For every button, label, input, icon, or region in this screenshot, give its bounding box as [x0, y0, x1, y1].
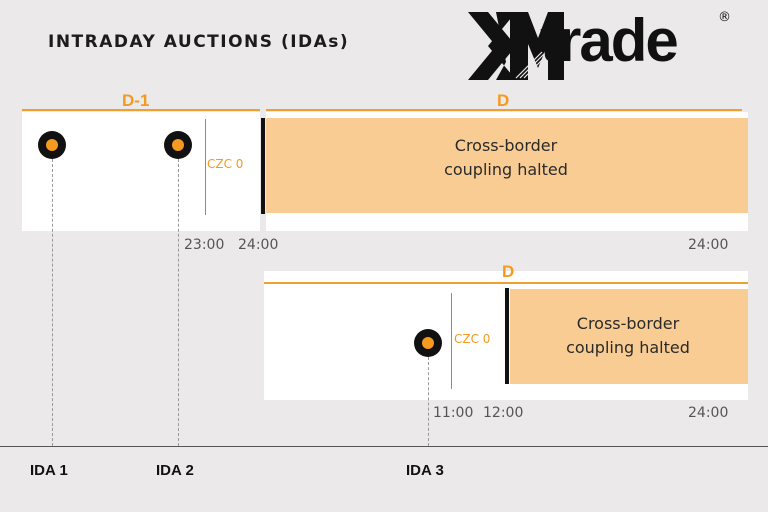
- ida-3-guide-line: [428, 357, 429, 446]
- ida-2-label: IDA 2: [156, 462, 194, 479]
- page-title: INTRADAY AUCTIONS (IDAs): [48, 32, 350, 52]
- registered-mark: ®: [718, 10, 731, 25]
- ida-2-guide-line: [178, 159, 179, 446]
- time-12-00: 12:00: [483, 405, 524, 421]
- halted-text-bottom: Cross-border coupling halted: [528, 312, 728, 360]
- ida-1-guide-line: [52, 159, 53, 446]
- czc-label-bottom: CZC 0: [454, 332, 491, 346]
- d-timeline-top: [266, 109, 742, 111]
- time-24-00-d-top: 24:00: [688, 237, 729, 253]
- d-minus-1-timeline: [22, 109, 260, 111]
- d-label-bottom: D: [502, 262, 515, 281]
- halted-block-bottom: [510, 289, 748, 384]
- ida-3-label: IDA 3: [406, 462, 444, 479]
- ida-1-label: IDA 1: [30, 462, 68, 479]
- xmtrade-logo: [466, 8, 736, 84]
- halted-line-2: coupling halted: [566, 338, 690, 357]
- time-24-00-d-minus-1: 24:00: [238, 237, 279, 253]
- czc-gate-line-bottom: [451, 293, 452, 389]
- time-23-00: 23:00: [184, 237, 225, 253]
- ida-2-marker: [164, 131, 192, 159]
- coupling-cutoff-line-bottom: [505, 288, 509, 384]
- halted-line-1: Cross-border: [454, 136, 558, 155]
- halted-text-top: Cross-border coupling halted: [406, 134, 606, 182]
- czc-gate-line-top: [205, 119, 206, 215]
- d-minus-1-panel: [22, 112, 260, 231]
- time-11-00: 11:00: [433, 405, 474, 421]
- xm-logo-mark-icon: [468, 12, 564, 80]
- ida-3-marker: [414, 329, 442, 357]
- time-24-00-d-bottom: 24:00: [688, 405, 729, 421]
- halted-line-2: coupling halted: [444, 160, 568, 179]
- halted-block-top: [266, 118, 748, 213]
- logo-wordmark: trade: [540, 7, 679, 74]
- czc-label-top: CZC 0: [207, 157, 244, 171]
- ida-1-marker: [38, 131, 66, 159]
- d-minus-1-label: D-1: [122, 91, 150, 110]
- d-label-top: D: [497, 91, 510, 110]
- d-timeline-bottom: [264, 282, 748, 284]
- timeline-baseline: [0, 446, 768, 447]
- halted-line-1: Cross-border: [576, 314, 680, 333]
- coupling-cutoff-line-top: [261, 118, 265, 214]
